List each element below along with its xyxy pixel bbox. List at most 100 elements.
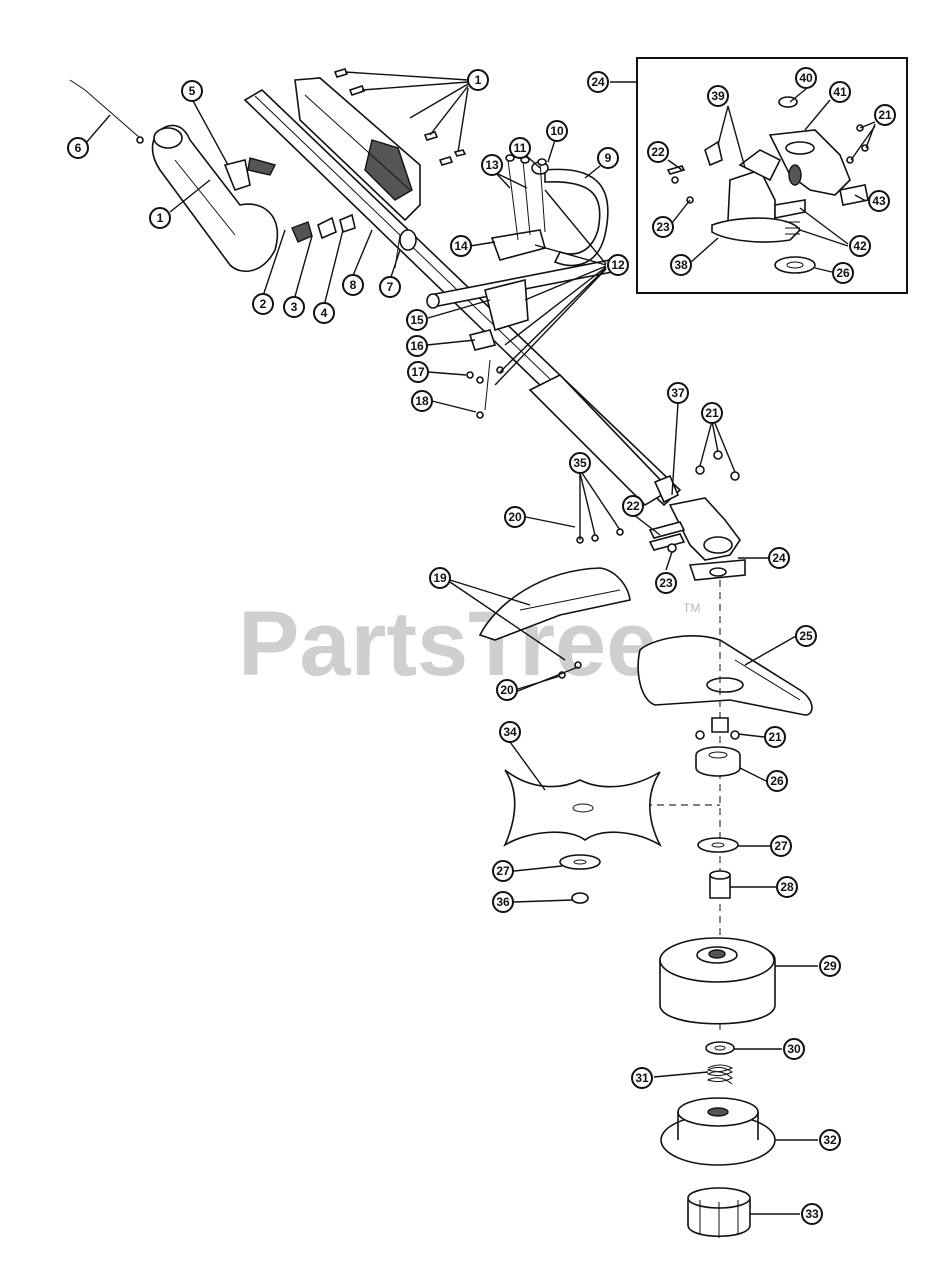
callout-1-top: 1 xyxy=(467,69,489,91)
blade xyxy=(503,769,662,848)
bushing xyxy=(709,870,731,899)
nut-36 xyxy=(571,892,589,904)
svg-text:20: 20 xyxy=(500,683,514,697)
svg-text:15: 15 xyxy=(410,313,424,327)
svg-text:41: 41 xyxy=(833,85,847,99)
callout-36: 36 xyxy=(492,891,514,913)
callout-14: 14 xyxy=(450,235,472,257)
callout-29: 29 xyxy=(819,955,841,977)
callout-41: 41 xyxy=(829,81,851,103)
spool xyxy=(660,1097,776,1166)
svg-text:3: 3 xyxy=(291,300,298,314)
engine-housing-half xyxy=(294,77,421,222)
callout-15: 15 xyxy=(406,309,428,331)
svg-text:14: 14 xyxy=(454,239,468,253)
washer-left xyxy=(559,854,601,870)
svg-text:25: 25 xyxy=(799,629,813,643)
callout-26-inset: 26 xyxy=(832,262,854,284)
svg-text:23: 23 xyxy=(656,220,670,234)
svg-text:1: 1 xyxy=(157,211,164,225)
bump-knob xyxy=(687,1187,751,1238)
svg-text:37: 37 xyxy=(671,386,685,400)
callout-4: 4 xyxy=(313,302,335,324)
nut-30 xyxy=(705,1041,735,1055)
watermark-text: PartsTree xyxy=(238,593,657,695)
lock-nut-21 xyxy=(695,717,740,740)
inset-gear-head xyxy=(666,96,869,274)
svg-text:34: 34 xyxy=(503,725,517,739)
throttle-handle-housing xyxy=(151,124,279,272)
callout-13: 13 xyxy=(481,154,503,176)
svg-text:17: 17 xyxy=(411,365,425,379)
callout-21-gearhead: 21 xyxy=(701,402,723,424)
svg-text:12: 12 xyxy=(611,258,625,272)
svg-text:23: 23 xyxy=(659,576,673,590)
svg-text:31: 31 xyxy=(635,1071,649,1085)
svg-text:2: 2 xyxy=(260,297,267,311)
svg-text:21: 21 xyxy=(878,108,892,122)
callout-11: 11 xyxy=(509,137,531,159)
callout-28: 28 xyxy=(776,876,798,898)
svg-text:19: 19 xyxy=(433,571,447,585)
callout-1-left: 1 xyxy=(149,207,171,229)
svg-text:36: 36 xyxy=(496,895,510,909)
callout-37: 37 xyxy=(667,382,689,404)
callout-40: 40 xyxy=(795,67,817,89)
callout-9: 9 xyxy=(597,147,619,169)
gear-head xyxy=(648,450,746,581)
svg-text:35: 35 xyxy=(573,456,587,470)
callout-6: 6 xyxy=(67,137,89,159)
svg-text:29: 29 xyxy=(823,959,837,973)
callout-21-lower: 21 xyxy=(764,726,786,748)
svg-text:22: 22 xyxy=(651,145,665,159)
throttle-cable xyxy=(69,79,144,144)
washer-right xyxy=(697,837,739,853)
svg-text:26: 26 xyxy=(836,266,850,280)
callout-30: 30 xyxy=(783,1038,805,1060)
svg-text:5: 5 xyxy=(189,84,196,98)
svg-text:27: 27 xyxy=(774,839,788,853)
detail-inset-frame xyxy=(636,57,908,294)
svg-text:22: 22 xyxy=(626,499,640,513)
callout-12: 12 xyxy=(607,254,629,276)
svg-text:7: 7 xyxy=(387,280,394,294)
callout-21-inset: 21 xyxy=(874,104,896,126)
svg-text:8: 8 xyxy=(350,278,357,292)
svg-text:33: 33 xyxy=(805,1207,819,1221)
svg-text:9: 9 xyxy=(605,151,612,165)
throttle-trigger xyxy=(223,157,277,191)
bearing xyxy=(695,746,741,777)
callout-24-inset: 24 xyxy=(587,71,609,93)
svg-text:27: 27 xyxy=(496,864,510,878)
callout-3: 3 xyxy=(283,296,305,318)
callout-34: 34 xyxy=(499,721,521,743)
callout-23-gearhead: 23 xyxy=(655,572,677,594)
callout-33: 33 xyxy=(801,1203,823,1225)
guard xyxy=(637,635,813,716)
callout-22-inset: 22 xyxy=(647,141,669,163)
callout-8: 8 xyxy=(342,274,364,296)
svg-text:18: 18 xyxy=(415,394,429,408)
callout-23-inset: 23 xyxy=(652,216,674,238)
svg-text:4: 4 xyxy=(321,306,328,320)
callout-22-gearhead: 22 xyxy=(622,495,644,517)
svg-text:16: 16 xyxy=(410,339,424,353)
callout-32: 32 xyxy=(819,1129,841,1151)
svg-text:21: 21 xyxy=(705,406,719,420)
watermark-tm: TM xyxy=(683,601,700,615)
lower-shaft xyxy=(528,374,680,507)
callout-20-upper: 20 xyxy=(504,506,526,528)
callout-7: 7 xyxy=(379,276,401,298)
svg-text:21: 21 xyxy=(768,730,782,744)
callout-19: 19 xyxy=(429,567,451,589)
callout-18: 18 xyxy=(411,390,433,412)
handle-clamp xyxy=(466,154,547,419)
callout-26-lower: 26 xyxy=(766,770,788,792)
svg-text:24: 24 xyxy=(772,551,786,565)
callout-5: 5 xyxy=(181,80,203,102)
svg-text:32: 32 xyxy=(823,1133,837,1147)
callout-31: 31 xyxy=(631,1067,653,1089)
callout-42: 42 xyxy=(849,235,871,257)
callout-39: 39 xyxy=(707,85,729,107)
